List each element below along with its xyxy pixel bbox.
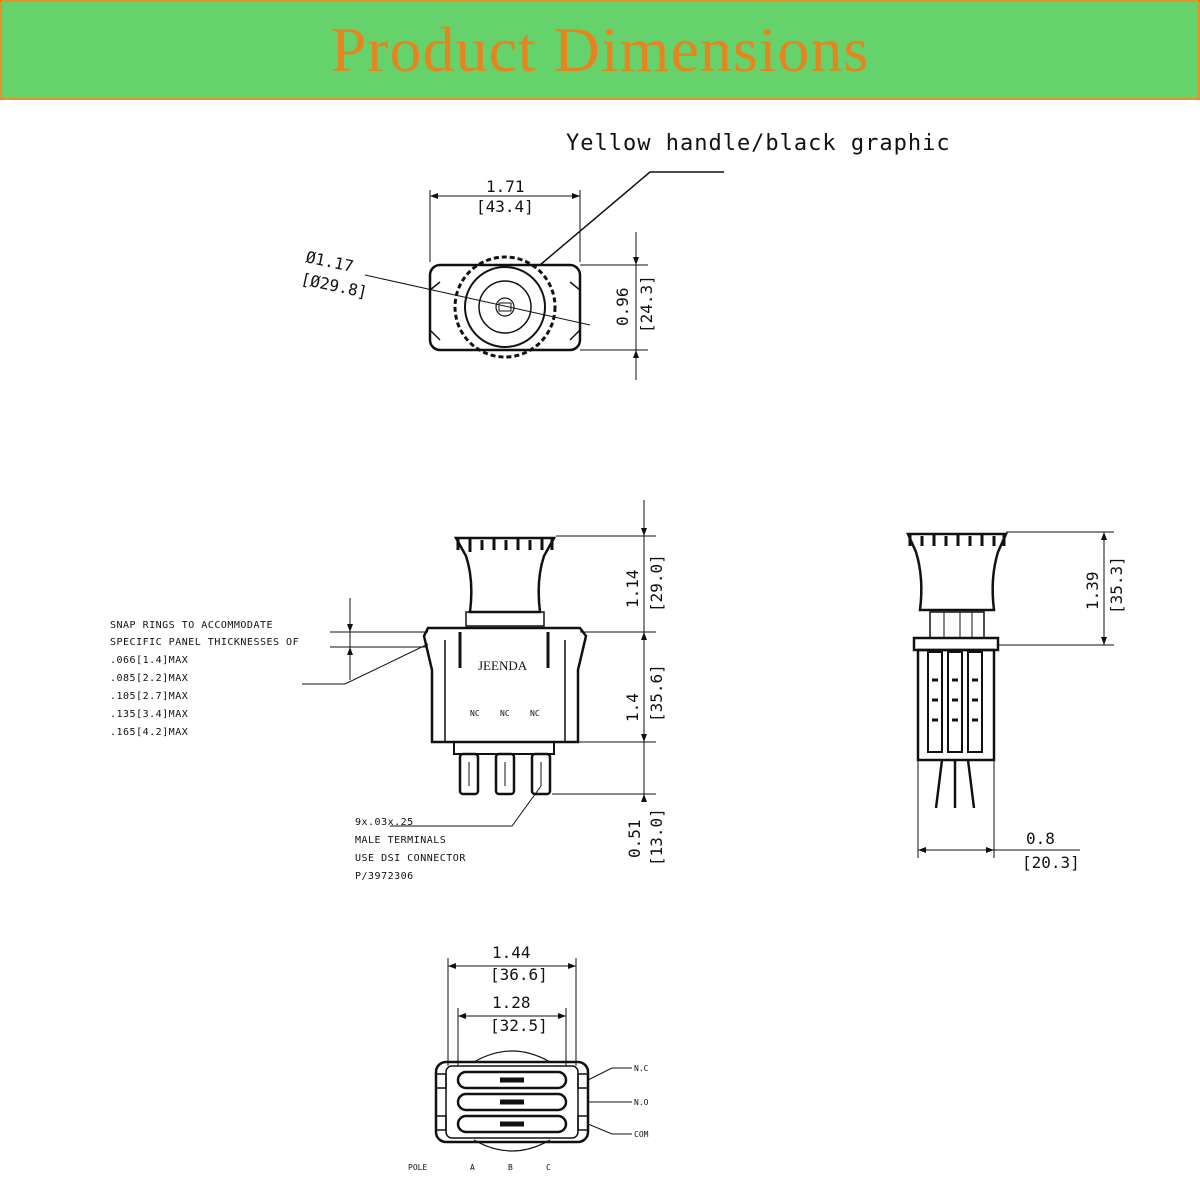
body-height-mm: [35.6]	[647, 664, 666, 722]
side-flange	[912, 636, 1000, 652]
svg-text:SPECIFIC PANEL THICKNESSES OF: SPECIFIC PANEL THICKNESSES OF	[110, 637, 299, 648]
row-label-nc: N.C	[634, 1064, 649, 1073]
bottom-outer-mm: [36.6]	[490, 965, 548, 984]
handle-height-in: 1.14	[623, 569, 642, 608]
bottom-inner-in: 1.28	[492, 993, 531, 1012]
callout-leader	[539, 171, 724, 266]
top-body	[428, 263, 582, 352]
col-label-c: C	[546, 1163, 551, 1172]
terminal-height-mm: [13.0]	[647, 808, 666, 866]
pole-label: POLE	[408, 1163, 427, 1172]
handle-height-mm: [29.0]	[647, 554, 666, 612]
bottom-inner-mm: [32.5]	[490, 1016, 548, 1035]
svg-text:MALE TERMINALS: MALE TERMINALS	[355, 835, 446, 846]
terminal-b	[494, 752, 516, 796]
callout-label: Yellow handle/black graphic	[566, 131, 951, 156]
top-height-in: 0.96	[613, 287, 632, 326]
row-label-no: N.O	[634, 1098, 649, 1107]
switch-body	[422, 626, 588, 744]
terminal-c	[530, 752, 552, 796]
col-label-b: B	[508, 1163, 513, 1172]
top-view: Yellow handle/black graphic 1.71 [43.4] …	[299, 131, 950, 380]
svg-text:P/3972306: P/3972306	[355, 871, 414, 882]
col-label-a: A	[470, 1163, 475, 1172]
side-handle	[906, 532, 1008, 612]
body-height-in: 1.4	[623, 693, 642, 722]
svg-text:.135[3.4]MAX: .135[3.4]MAX	[110, 709, 188, 720]
side-width-mm: [20.3]	[1022, 853, 1080, 872]
terminal-row-no	[456, 1092, 568, 1112]
knob-ring	[464, 266, 546, 348]
nc-label-c: NC	[530, 709, 540, 718]
svg-text:.165[4.2]MAX: .165[4.2]MAX	[110, 727, 188, 738]
nc-label-b: NC	[500, 709, 510, 718]
terminal-row-nc	[456, 1070, 568, 1090]
top-width-mm: [43.4]	[476, 197, 534, 216]
terminal-height-in: 0.51	[625, 819, 644, 858]
terminal-a	[458, 752, 480, 796]
side-height-in: 1.39	[1083, 571, 1102, 610]
bottom-view: 1.44 [36.6] 1.28 [32.5] N.C N.O COM POLE…	[408, 943, 649, 1172]
brand-label: JEENDA	[478, 658, 528, 673]
svg-text:.105[2.7]MAX: .105[2.7]MAX	[110, 691, 188, 702]
row-label-com: COM	[634, 1130, 649, 1139]
dimension-drawing: Yellow handle/black graphic 1.71 [43.4] …	[110, 131, 1126, 1172]
front-view: JEENDA NC NC NC SNAP RINGS TO ACCOMMODAT…	[110, 500, 666, 882]
knob-inner	[478, 280, 532, 334]
top-width-in: 1.71	[486, 177, 525, 196]
bottom-outer-in: 1.44	[492, 943, 531, 962]
top-dia-mm: [Ø29.8]	[299, 269, 369, 302]
svg-text:USE DSI CONNECTOR: USE DSI CONNECTOR	[355, 853, 466, 864]
page-title: Product Dimensions	[330, 14, 870, 85]
title-banner: Product Dimensions	[0, 0, 1200, 100]
svg-text:.085[2.2]MAX: .085[2.2]MAX	[110, 673, 188, 684]
side-view: 1.39 [35.3] 0.8 [20.3]	[906, 531, 1126, 872]
snap-ring-note: SNAP RINGS TO ACCOMMODATE SPECIFIC PANEL…	[110, 620, 299, 738]
terminal-row-com	[456, 1114, 568, 1134]
side-height-mm: [35.3]	[1107, 556, 1126, 614]
svg-text:SNAP RINGS TO ACCOMMODATE: SNAP RINGS TO ACCOMMODATE	[110, 620, 273, 631]
top-height-mm: [24.3]	[637, 275, 656, 333]
nc-label-a: NC	[470, 709, 480, 718]
svg-text:9x.03x.25: 9x.03x.25	[355, 817, 414, 828]
knob-outer	[453, 255, 557, 359]
terminal-note: 9x.03x.25 MALE TERMINALS USE DSI CONNECT…	[355, 817, 466, 882]
side-width-in: 0.8	[1026, 829, 1055, 848]
svg-text:.066[1.4]MAX: .066[1.4]MAX	[110, 655, 188, 666]
